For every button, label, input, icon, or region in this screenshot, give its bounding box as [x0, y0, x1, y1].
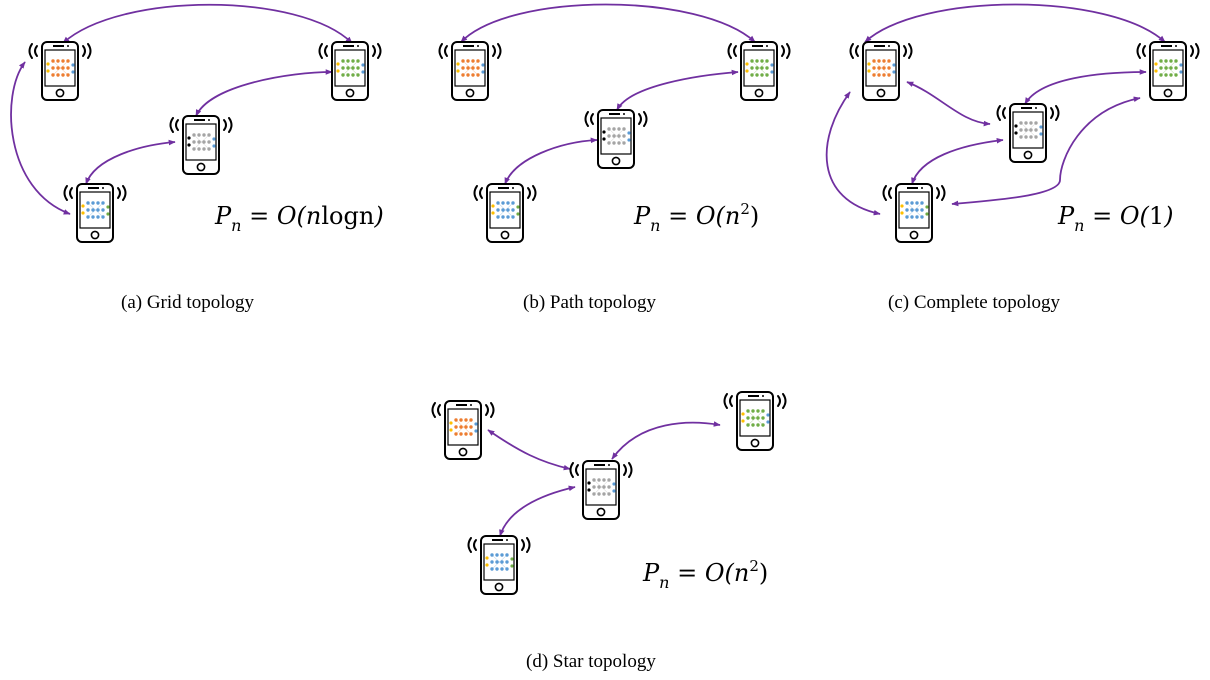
caption-complete-topology: (c) Complete topology: [888, 292, 1061, 313]
edge-gray-blue: [911, 137, 1004, 185]
wireless-signal-icon: [63, 185, 127, 201]
smartphone-icon: [451, 41, 489, 101]
wireless-signal-icon: [569, 462, 633, 478]
wireless-signal-icon: [723, 393, 787, 409]
phone-green: [1136, 41, 1200, 101]
edge-blue-orange: [10, 61, 71, 215]
smartphone-icon: [41, 41, 79, 101]
wireless-signal-icon: [584, 111, 648, 127]
phone-blue: [63, 183, 127, 243]
wireless-signal-icon: [467, 537, 531, 553]
smartphone-icon: [736, 391, 774, 451]
neural-network-icon: [449, 418, 478, 436]
wireless-signal-icon: [438, 43, 502, 59]
smartphone-icon: [444, 400, 482, 460]
neural-network-icon: [456, 59, 485, 77]
smartphone-icon: [895, 183, 933, 243]
phone-blue: [473, 183, 537, 243]
edge-gray-blue: [504, 137, 598, 185]
smartphone-icon: [76, 183, 114, 243]
wireless-signal-icon: [318, 43, 382, 59]
edge-green-gray: [616, 69, 739, 111]
formula-path: Pn = O(n2): [633, 200, 759, 235]
smartphone-icon: [582, 460, 620, 520]
formula-grid: Pn = O(nlogn): [214, 202, 384, 235]
smartphone-icon: [597, 109, 635, 169]
edge-green-gray: [1024, 69, 1147, 105]
smartphone-icon: [740, 41, 778, 101]
caption-grid-topology: (a) Grid topology: [121, 292, 254, 313]
phone-orange: [849, 41, 913, 101]
smartphone-icon: [1009, 103, 1047, 163]
phone-gray: [169, 115, 233, 175]
caption-path-topology: (b) Path topology: [523, 292, 656, 313]
phone-orange: [28, 41, 92, 101]
edge-green-blue: [951, 96, 1141, 207]
wireless-signal-icon: [431, 402, 495, 418]
neural-network-icon: [187, 133, 216, 151]
wireless-signal-icon: [473, 185, 537, 201]
neural-network-icon: [1154, 59, 1183, 77]
neural-network-icon: [900, 201, 929, 219]
smartphone-icon: [182, 115, 220, 175]
smartphone-icon: [1149, 41, 1187, 101]
neural-network-icon: [1014, 121, 1043, 139]
edge-orange-green: [62, 3, 353, 44]
neural-network-icon: [491, 201, 520, 219]
edge-gray-blue: [85, 139, 176, 185]
smartphone-icon: [480, 535, 518, 595]
edge-orange-gray: [906, 81, 991, 127]
phone-orange: [438, 41, 502, 101]
neural-network-icon: [745, 59, 774, 77]
neural-network-icon: [336, 59, 365, 77]
neural-network-icon: [602, 127, 631, 145]
edge-gray-orange: [487, 429, 571, 471]
phone-orange: [431, 400, 495, 460]
edge-orange-blue: [825, 91, 881, 216]
phone-green: [723, 391, 787, 451]
phone-gray: [996, 103, 1060, 163]
edge-orange-green: [460, 3, 756, 43]
wireless-signal-icon: [169, 117, 233, 133]
edge-orange-green: [864, 3, 1166, 43]
neural-network-icon: [81, 201, 110, 219]
smartphone-icon: [331, 41, 369, 101]
smartphone-icon: [486, 183, 524, 243]
neural-network-icon: [587, 478, 616, 496]
caption-star-topology: (d) Star topology: [526, 651, 656, 672]
phone-green: [727, 41, 791, 101]
wireless-signal-icon: [849, 43, 913, 59]
neural-network-icon: [46, 59, 75, 77]
neural-network-icon: [867, 59, 896, 77]
edge-green-gray: [195, 69, 333, 117]
neural-network-icon: [741, 409, 770, 427]
wireless-signal-icon: [882, 185, 946, 201]
edge-gray-green: [611, 421, 721, 460]
phone-gray: [569, 460, 633, 520]
wireless-signal-icon: [996, 105, 1060, 121]
wireless-signal-icon: [1136, 43, 1200, 59]
wireless-signal-icon: [28, 43, 92, 59]
wireless-signal-icon: [727, 43, 791, 59]
smartphone-icon: [862, 41, 900, 101]
phone-gray: [584, 109, 648, 169]
formula-star: Pn = O(n2): [642, 557, 768, 592]
phone-green: [318, 41, 382, 101]
phone-blue: [882, 183, 946, 243]
formula-complete: Pn = O(1): [1057, 202, 1174, 235]
phone-blue: [467, 535, 531, 595]
neural-network-icon: [485, 553, 514, 571]
edge-gray-blue: [499, 485, 576, 537]
